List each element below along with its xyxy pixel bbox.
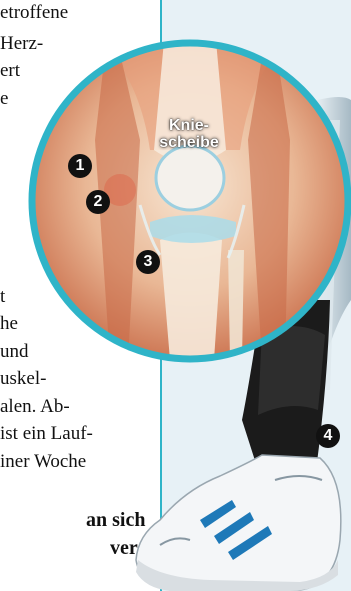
marker-3-badge: 3 <box>136 250 160 274</box>
kneecap-label-text: Knie- scheibe <box>159 117 219 151</box>
marker-4-badge: 4 <box>316 424 340 448</box>
marker-1-badge: 1 <box>68 154 92 178</box>
running-shoe-graphic <box>136 455 341 591</box>
marker-2-badge: 2 <box>86 190 110 214</box>
knee-anatomy-circle <box>32 10 348 360</box>
kneecap-label: Knie- scheibe <box>150 117 228 151</box>
